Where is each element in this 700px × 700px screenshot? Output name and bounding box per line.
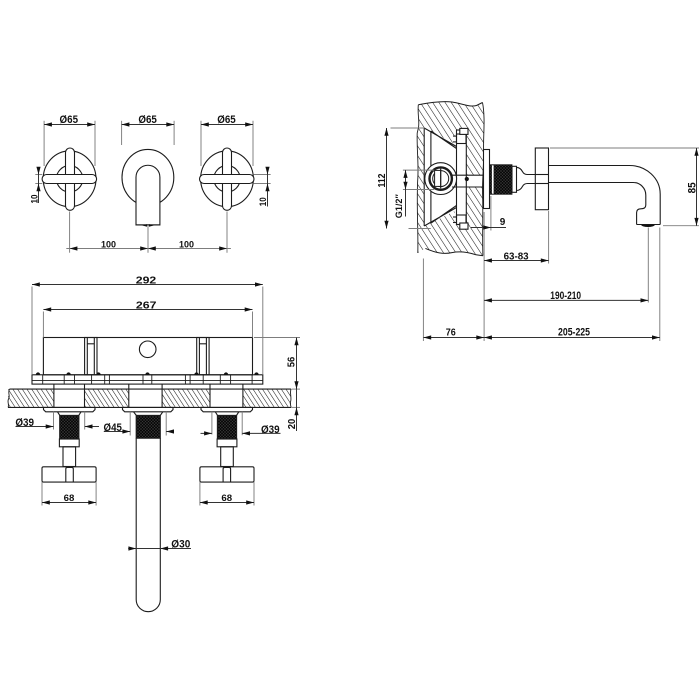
svg-text:112: 112	[377, 173, 388, 187]
svg-text:205-225: 205-225	[558, 327, 590, 339]
svg-text:Ø65: Ø65	[217, 114, 236, 126]
svg-text:Ø65: Ø65	[60, 114, 79, 126]
svg-text:100: 100	[101, 240, 116, 251]
svg-text:Ø39: Ø39	[15, 417, 34, 429]
svg-text:20: 20	[287, 418, 298, 429]
svg-text:G1/2″: G1/2″	[394, 194, 405, 218]
svg-text:56: 56	[287, 356, 298, 367]
svg-text:Ø45: Ø45	[104, 422, 122, 434]
svg-text:10: 10	[258, 197, 269, 206]
svg-text:68: 68	[64, 493, 75, 504]
svg-text:63-83: 63-83	[504, 251, 529, 263]
svg-text:68: 68	[221, 493, 232, 504]
svg-text:Ø65: Ø65	[138, 114, 157, 126]
svg-text:Ø30: Ø30	[171, 538, 190, 550]
svg-text:Ø39: Ø39	[261, 424, 280, 436]
svg-text:9: 9	[500, 217, 506, 228]
svg-text:85: 85	[686, 182, 698, 193]
svg-text:292: 292	[136, 274, 157, 286]
svg-text:100: 100	[179, 240, 194, 251]
svg-text:190-210: 190-210	[550, 290, 581, 302]
svg-text:267: 267	[136, 300, 157, 312]
svg-text:10: 10	[29, 195, 40, 204]
svg-text:76: 76	[446, 327, 456, 339]
